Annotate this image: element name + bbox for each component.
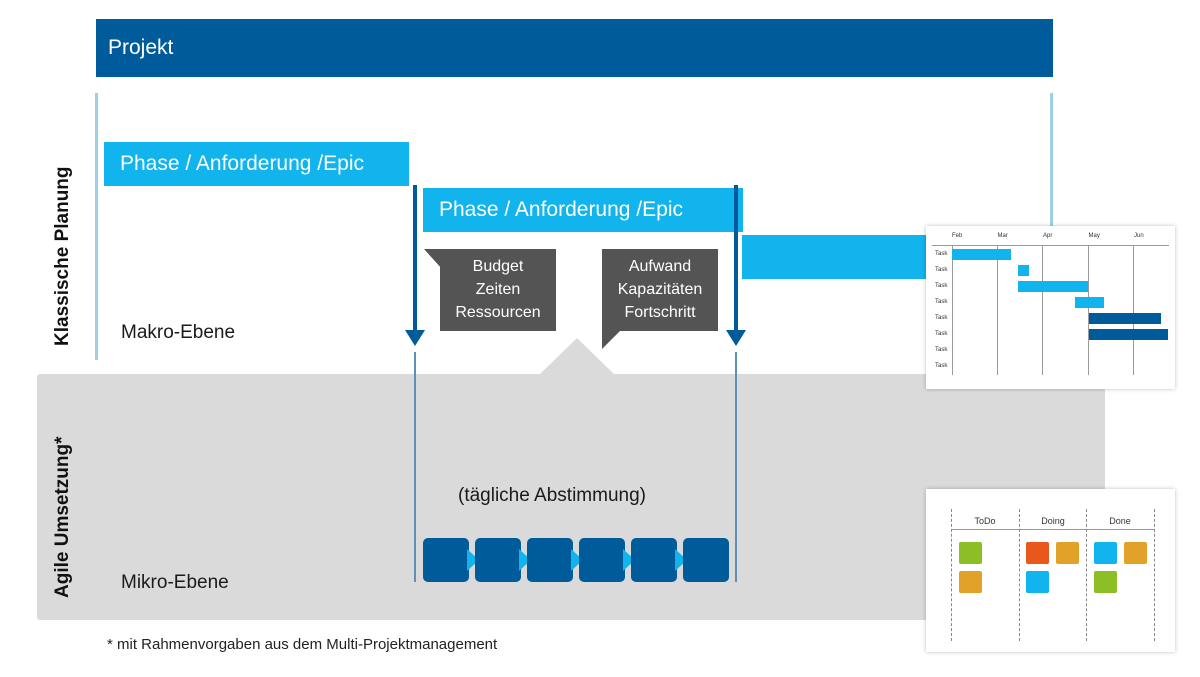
footnote: * mit Rahmenvorgaben aus dem Multi-Proje… [107,636,498,653]
kanban-header-line [951,529,1155,530]
gantt-task-label: Task [935,363,948,369]
project-bar: Projekt [96,19,1053,77]
kanban-col-doing: Doing [1041,516,1065,526]
gantt-month-label: Mar [997,233,1008,239]
kanban-col-done: Done [1109,516,1131,526]
sprint-box [475,538,521,582]
kanban-card-done-3 [1094,571,1117,593]
kanban-sep-0 [951,509,952,641]
gantt-task-label: Task [935,283,948,289]
sprint-chevron [571,549,583,571]
gantt-task-label: Task [935,299,948,305]
kanban-card-done-2 [1124,542,1147,564]
arrow-right-line [734,185,738,333]
phase-label-1: Phase / Anforderung /Epic [104,142,409,186]
tag-kapazitaeten: Kapazitäten [617,281,703,298]
phase-label-2: Phase / Anforderung /Epic [423,188,743,232]
micro-level-label: Mikro-Ebene [121,572,229,593]
sprint-box [683,538,729,582]
kanban-card-doing-3 [1026,571,1049,593]
kanban-sep-2 [1086,509,1087,641]
gantt-grid-line [1042,245,1043,375]
effort-tag: Aufwand Kapazitäten Fortschritt [602,249,718,331]
budget-tag: Budget Zeiten Ressourcen [440,249,556,331]
daily-sync-label: (tägliche Abstimmung) [458,485,646,506]
gantt-bar [1088,313,1162,324]
macro-level-label: Makro-Ebene [121,322,236,343]
kanban-col-todo: ToDo [974,516,996,526]
arrow-right-head [726,330,746,346]
tag-ressourcen: Ressourcen [455,304,541,321]
gantt-month-label: Feb [952,233,963,239]
kanban-card-doing-2 [1056,542,1079,564]
gantt-month-label: Apr [1043,233,1053,239]
gantt-grid-line [1087,245,1089,375]
planning-right-line [1050,93,1053,253]
gantt-grid-line [1133,245,1134,375]
phase-label-3 [742,235,930,279]
gantt-task-label: Task [935,347,948,353]
sprint-chevron [675,549,687,571]
gantt-task-label: Task [935,331,948,337]
sprint-bound-right [735,352,737,582]
gantt-bar [1088,329,1169,340]
gantt-grid-line [996,245,998,375]
budget-tag-pointer [424,249,442,269]
gantt-bar [1074,297,1105,308]
sprint-bound-left [414,352,416,582]
classic-planning-label: Klassische Planung [52,166,73,346]
effort-tag-pointer [602,329,622,349]
kanban-card-todo-2 [959,571,982,593]
sprint-box [579,538,625,582]
gantt-bar [1017,265,1030,276]
gantt-task-label: Task [935,267,948,273]
gantt-month-label: May [1088,233,1100,239]
sprint-box [631,538,677,582]
kanban-card-todo-1 [959,542,982,564]
sprint-chevron [519,549,531,571]
kanban-card-done-1 [1094,542,1117,564]
planning-left-line [95,93,98,360]
sprint-chevron [467,549,479,571]
gantt-bar [1017,281,1089,292]
gantt-axis-line [952,245,953,375]
agile-area-notch [538,338,616,376]
sprint-box [527,538,573,582]
arrow-left-line [413,185,417,333]
gantt-task-label: Task [935,251,948,257]
agile-label: Agile Umsetzung* [52,436,73,598]
arrow-left-head [405,330,425,346]
sprint-box [423,538,469,582]
tag-fortschritt: Fortschritt [624,304,696,321]
sprint-chevron [623,549,635,571]
kanban-card-doing-1 [1026,542,1049,564]
tag-budget: Budget [472,258,524,275]
tag-zeiten: Zeiten [475,281,521,298]
kanban-sep-3 [1154,509,1155,641]
tag-aufwand: Aufwand [628,258,692,275]
gantt-bar [952,249,1012,260]
project-title: Projekt [108,36,174,59]
gantt-header-line [932,245,1169,246]
kanban-sep-1 [1019,509,1020,641]
gantt-month-label: Jun [1134,233,1144,239]
kanban-card: ToDo Doing Done [926,489,1175,652]
gantt-task-label: Task [935,315,948,321]
